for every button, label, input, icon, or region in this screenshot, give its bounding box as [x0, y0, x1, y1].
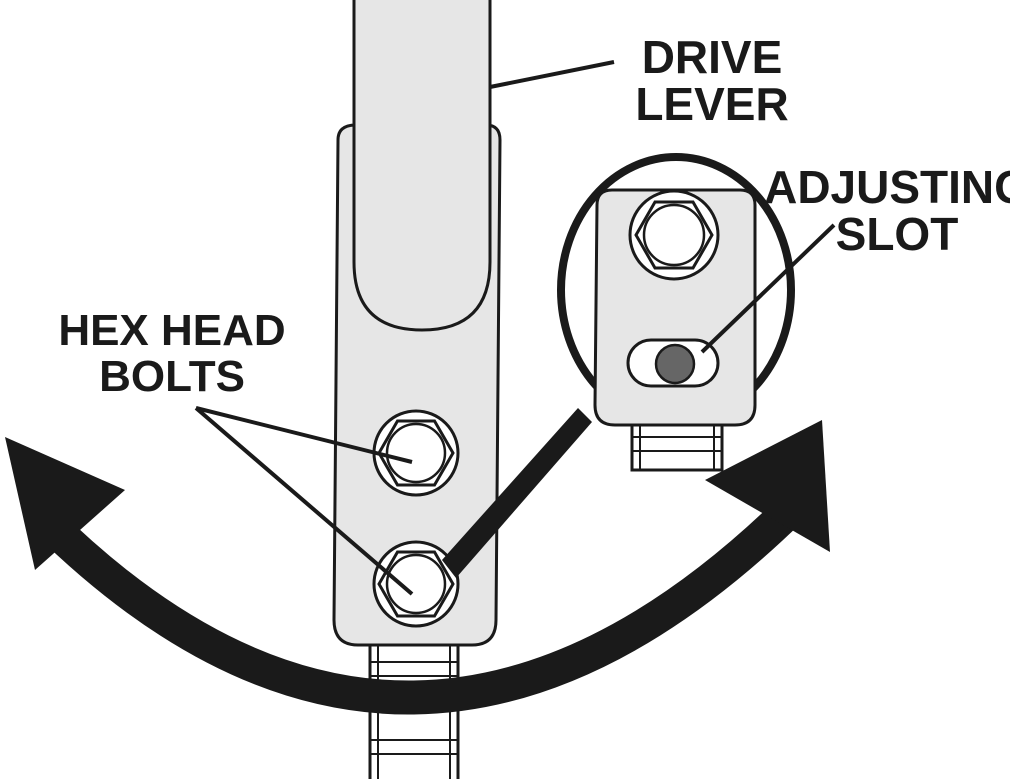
hex-head-bolts-label-line1: HEX HEAD [58, 306, 285, 355]
adjusting-slot-label-line1: ADJUSTING [764, 161, 1010, 213]
drive-lever-label-line2: LEVER [635, 78, 788, 130]
drive-lever-label-line1: DRIVE [642, 31, 783, 83]
adjusting-slot-label-line2: SLOT [836, 208, 959, 260]
slot-pin-icon [654, 343, 696, 385]
hex-bolt-icon [628, 189, 720, 281]
hex-bolt-icon [372, 409, 460, 497]
callout-connector [442, 408, 592, 578]
drive-lever-bar [352, 0, 492, 332]
hex-bolts-leader-lower [194, 406, 414, 596]
adjusting-slot-leader [700, 223, 836, 354]
hex-head-bolts-label-line2: BOLTS [99, 352, 245, 401]
detail-callout [557, 153, 795, 472]
drive-lever-leader [489, 60, 615, 89]
hex-bolts-leader-upper [195, 406, 413, 464]
hex-bolt-icon [372, 540, 460, 628]
rotation-arrow-icon [5, 420, 830, 715]
